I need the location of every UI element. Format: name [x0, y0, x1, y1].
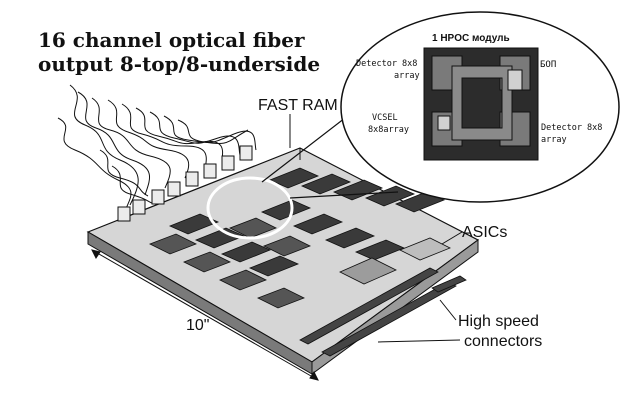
asics-label: ASICs	[462, 224, 507, 241]
fast-ram-label: FAST RAM	[258, 97, 338, 114]
title-line-2: output 8-top/8-underside	[38, 52, 320, 76]
vcsel-label-1: VCSEL	[372, 113, 398, 123]
highlight-circle	[206, 176, 294, 240]
dimension-line	[91, 249, 319, 381]
detector-right-label-1: Detector 8x8	[541, 123, 602, 133]
optical-fibers	[57, 84, 257, 213]
hpoc-modules	[149, 217, 311, 309]
detector-left-label-2: array	[394, 71, 420, 81]
high-speed-connector-strips	[299, 267, 467, 357]
high-speed-label-1: High speed	[458, 313, 539, 330]
dimension-label: 10"	[186, 317, 209, 334]
title-line-1: 16 channel optical fiber	[38, 28, 305, 52]
module-inset: 1 HPOC модуль Detector 8x8 array VCSEL 8…	[340, 11, 620, 203]
bom-label: БОП	[540, 60, 556, 70]
inset-leader-lines	[261, 117, 399, 199]
asic-block	[339, 237, 451, 285]
asics-leader	[441, 231, 463, 245]
module-inset-title: 1 HPOC модуль	[432, 33, 510, 44]
board-chips	[168, 167, 446, 277]
high-speed-leaders	[377, 299, 461, 343]
detector-right-label-2: array	[541, 135, 567, 145]
module-ring	[451, 65, 513, 141]
vcsel-label-2: 8x8array	[368, 125, 409, 135]
detector-left-label-1: Detector 8x8	[356, 59, 417, 69]
fiber-connectors	[117, 145, 253, 222]
high-speed-label-2: connectors	[464, 333, 542, 350]
